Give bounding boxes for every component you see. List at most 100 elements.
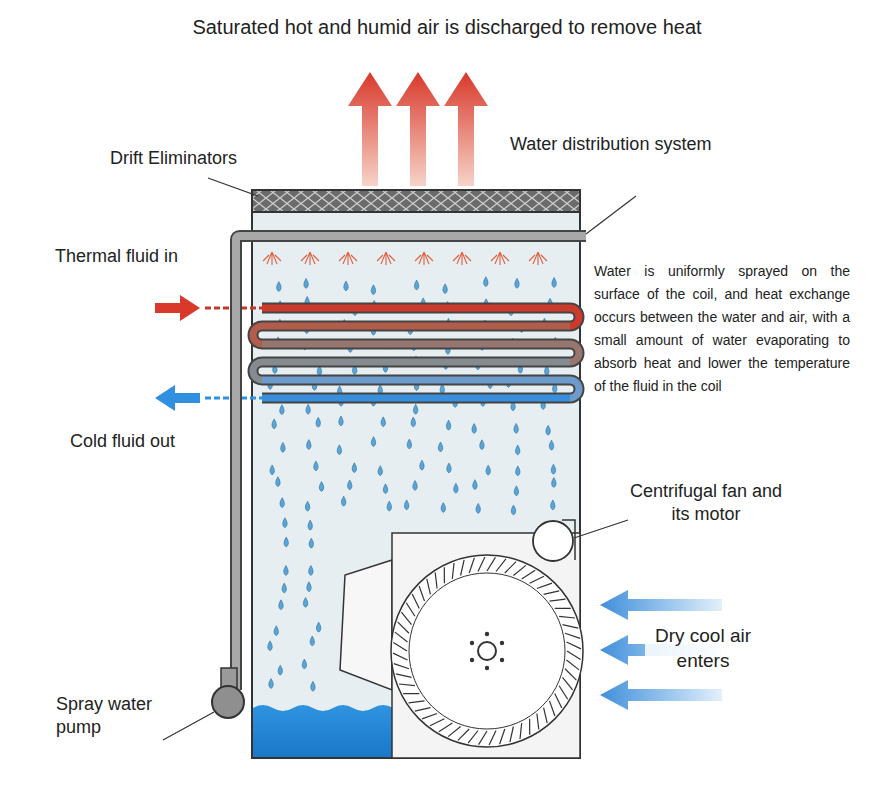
water-droplet <box>414 280 419 290</box>
centrifugal-fan <box>340 520 583 758</box>
water-droplet <box>514 486 519 496</box>
water-droplet <box>284 537 289 547</box>
water-droplet <box>305 501 310 511</box>
water-droplet <box>473 480 478 490</box>
fan-blade <box>555 608 571 609</box>
water-droplet <box>387 501 392 511</box>
fan-blade <box>452 563 454 579</box>
water-droplet <box>446 420 451 430</box>
coil-tube <box>262 321 570 332</box>
water-droplet <box>269 679 274 689</box>
water-droplet <box>306 404 311 414</box>
water-droplet <box>371 285 376 295</box>
fan-blade <box>487 557 495 571</box>
fan-blade <box>563 625 579 629</box>
coil-tube <box>262 393 570 404</box>
coil-tube <box>262 305 570 312</box>
spray-jet <box>301 252 319 265</box>
fan-blade <box>409 701 425 703</box>
fan-blade <box>505 562 516 573</box>
spray-jet <box>415 252 433 265</box>
callout-label: Thermal fluid in <box>55 245 178 268</box>
coil-bend <box>570 380 579 398</box>
fan-blade <box>513 565 526 575</box>
water-droplet <box>511 505 516 515</box>
leader-lines <box>163 178 636 740</box>
coil-bend <box>570 344 579 362</box>
coil-bend <box>253 362 262 380</box>
water-droplet <box>443 284 448 294</box>
fan-blade <box>489 731 496 746</box>
water-droplet <box>307 440 312 450</box>
water-droplet <box>441 503 446 513</box>
water-droplet <box>371 437 376 447</box>
coil-bend <box>570 308 579 326</box>
coil-tube <box>262 359 570 366</box>
water-droplet <box>314 461 319 471</box>
fan-blade <box>422 714 437 719</box>
water-droplet <box>514 423 519 433</box>
fan-blade <box>393 643 407 651</box>
fan-blade <box>394 664 409 669</box>
water-droplet <box>552 478 557 488</box>
water-droplet <box>279 600 284 610</box>
water-droplet <box>319 482 324 492</box>
water-droplet <box>272 419 277 429</box>
water-droplet <box>304 278 309 288</box>
spray-jet <box>491 252 509 265</box>
water-droplet <box>472 424 477 434</box>
fan-blade <box>419 586 424 601</box>
water-droplet <box>316 622 321 632</box>
fan-blade <box>435 573 437 589</box>
fan-blade <box>396 674 412 678</box>
fan-blade <box>563 677 573 690</box>
fan-blade <box>444 567 445 583</box>
water-droplet <box>413 480 418 490</box>
water-droplet <box>268 641 273 651</box>
tower-casing <box>252 190 580 758</box>
fan-blade <box>544 708 548 724</box>
fan-blade <box>530 576 544 583</box>
coil-bend <box>253 362 262 380</box>
callout-label: Spray water pump <box>56 693 166 740</box>
fan-motor <box>533 521 573 561</box>
fan-blade <box>522 570 536 579</box>
water-droplet <box>484 277 489 287</box>
water-droplet <box>276 477 281 487</box>
water-droplet <box>278 665 283 675</box>
water-droplet <box>280 498 285 508</box>
spray-nozzles <box>263 252 547 265</box>
fan-blade <box>399 684 415 686</box>
water-droplet <box>486 465 491 475</box>
water-droplet <box>378 466 383 476</box>
fan-blade <box>458 729 469 740</box>
water-droplet <box>515 445 520 455</box>
fan-blade <box>510 727 514 743</box>
callout-label: Centrifugal fan and its motor <box>621 480 791 527</box>
water-droplet <box>546 425 551 435</box>
water-droplet <box>282 583 287 593</box>
fan-blade <box>395 632 408 642</box>
water-droplet <box>352 463 357 473</box>
coil-bend <box>570 308 579 326</box>
water-droplet <box>381 417 386 427</box>
water-basin <box>253 705 393 757</box>
coil-tube <box>262 377 570 384</box>
fan-blade <box>415 708 431 712</box>
fan-blade <box>500 729 505 744</box>
coil-bend <box>253 326 262 344</box>
water-droplet <box>551 500 556 510</box>
description-note: Water is uniformly sprayed on the surfac… <box>594 260 850 399</box>
callout-label: Drift Eliminators <box>110 147 237 170</box>
water-droplet <box>337 445 342 455</box>
fan-blade <box>468 731 478 744</box>
water-droplet <box>280 405 285 415</box>
fan-blade <box>565 633 580 638</box>
water-droplet <box>411 417 416 427</box>
fan-blade <box>401 612 411 625</box>
fan-blade <box>393 653 408 660</box>
fan-blade <box>559 686 568 700</box>
water-droplet <box>438 442 443 452</box>
fan-blade <box>479 731 487 745</box>
water-droplet <box>283 518 288 528</box>
